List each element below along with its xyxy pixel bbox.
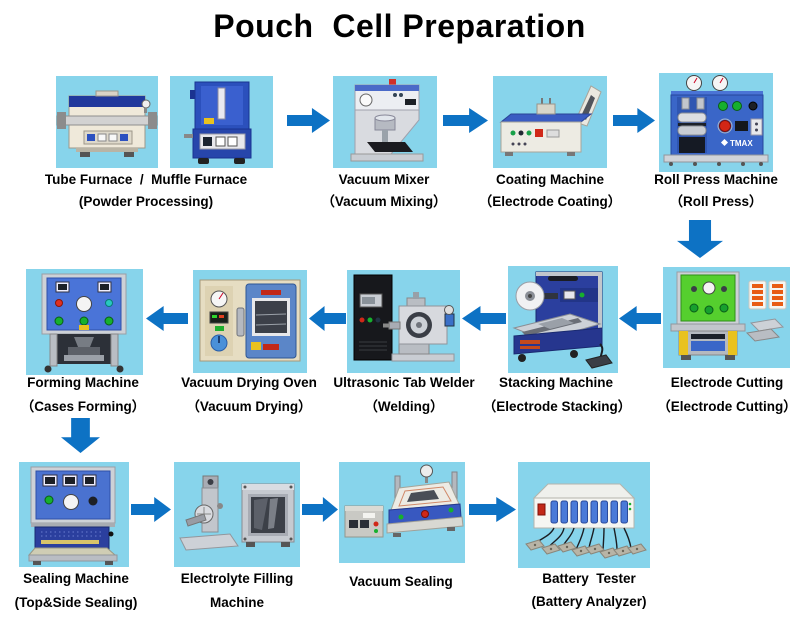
label-forming-line1: Forming Machine bbox=[27, 375, 139, 390]
label-cutting-line1: Electrode Cutting bbox=[670, 375, 784, 390]
flow-arrow-right-icon bbox=[287, 108, 330, 133]
flow-arrow-right-icon bbox=[443, 108, 488, 133]
label-mixer-line1: Vacuum Mixer bbox=[338, 172, 430, 187]
flow-arrow-right-icon bbox=[302, 497, 338, 522]
flow-arrow-down-icon bbox=[677, 220, 723, 258]
tile-battery-tester bbox=[518, 462, 650, 568]
label-forming-line2: （Cases Forming） bbox=[20, 399, 146, 414]
tile-tube-furnace bbox=[56, 76, 158, 168]
vacuum-drying-oven-image bbox=[199, 279, 301, 362]
tile-roll-press-machine: TMAX bbox=[659, 73, 773, 172]
muffle-furnace-image bbox=[184, 81, 252, 164]
flow-arrow-left-icon bbox=[309, 306, 346, 331]
electrode-cutting-image bbox=[670, 271, 787, 360]
label-mixer-line2: （Vacuum Mixing） bbox=[321, 194, 447, 209]
tile-sealing-machine bbox=[19, 462, 129, 567]
label-sealing-line2: (Top&Side Sealing) bbox=[14, 595, 138, 610]
ultrasonic-tab-welder-image bbox=[353, 274, 455, 362]
flow-arrow-left-icon bbox=[146, 306, 188, 331]
label-coating-line2: （Electrode Coating） bbox=[478, 194, 622, 209]
label-furnace-line1: Tube Furnace / Muffle Furnace bbox=[44, 172, 248, 187]
tile-vacuum-sealing bbox=[339, 462, 465, 563]
stacking-machine-image bbox=[512, 271, 613, 369]
label-welder-line2: （Welding） bbox=[364, 399, 444, 414]
electrolyte-filling-machine-image bbox=[179, 475, 295, 551]
label-drying-line1: Vacuum Drying Oven bbox=[181, 375, 317, 390]
tile-forming-machine bbox=[26, 269, 143, 375]
label-sealing-line1: Sealing Machine bbox=[23, 571, 129, 586]
tile-muffle-furnace bbox=[170, 76, 273, 168]
roll-press-machine-image: TMAX bbox=[663, 75, 769, 166]
tube-furnace-image bbox=[56, 90, 158, 157]
label-stacking-line2: （Electrode Stacking） bbox=[482, 399, 632, 414]
label-welder-line1: Ultrasonic Tab Welder bbox=[333, 375, 475, 390]
label-stacking-line1: Stacking Machine bbox=[498, 375, 614, 390]
vacuum-sealing-image bbox=[344, 464, 464, 538]
tile-vacuum-drying-oven bbox=[193, 270, 307, 373]
label-filling-line1: Electrolyte Filling bbox=[180, 571, 294, 586]
tile-electrolyte-filling-machine bbox=[174, 462, 300, 567]
label-drying-line2: （Vacuum Drying） bbox=[186, 399, 312, 414]
tile-stacking-machine bbox=[508, 266, 618, 373]
vacuum-mixer-image bbox=[350, 79, 424, 162]
roll-press-brand-text: TMAX bbox=[730, 139, 753, 148]
flow-arrow-down-icon bbox=[61, 418, 100, 453]
tile-vacuum-mixer bbox=[333, 76, 437, 168]
flow-arrow-right-icon bbox=[469, 497, 516, 522]
page-title: Pouch Cell Preparation bbox=[213, 8, 586, 44]
label-coating-line1: Coating Machine bbox=[495, 172, 605, 187]
label-cutting-line2: （Electrode Cutting） bbox=[657, 399, 797, 414]
tile-coating-machine bbox=[493, 76, 607, 168]
label-filling-line2: Machine bbox=[209, 595, 265, 610]
flow-arrow-left-icon bbox=[462, 306, 506, 331]
label-tester-line1: Battery Tester bbox=[542, 571, 636, 586]
forming-machine-image bbox=[41, 273, 127, 373]
tile-ultrasonic-tab-welder bbox=[347, 270, 460, 373]
flow-arrow-right-icon bbox=[131, 497, 171, 522]
label-roll-press-line2: （Roll Press） bbox=[669, 194, 763, 209]
tile-electrode-cutting bbox=[663, 267, 790, 368]
label-furnace-line2: (Powder Processing) bbox=[78, 194, 214, 209]
label-vacuum-sealing-line1: Vacuum Sealing bbox=[349, 574, 453, 589]
label-tester-line2: (Battery Analyzer) bbox=[531, 594, 647, 609]
flow-arrow-left-icon bbox=[619, 306, 661, 331]
flow-arrow-right-icon bbox=[613, 108, 655, 133]
label-roll-press-line1: Roll Press Machine bbox=[654, 172, 778, 187]
battery-tester-image bbox=[525, 483, 647, 559]
sealing-machine-image bbox=[27, 466, 118, 565]
coating-machine-image bbox=[499, 85, 602, 156]
